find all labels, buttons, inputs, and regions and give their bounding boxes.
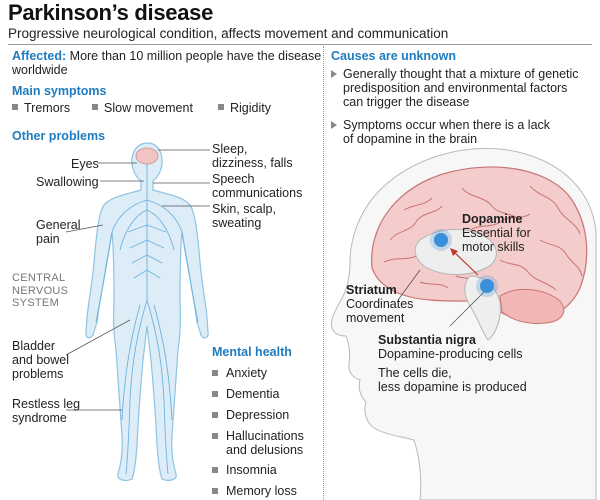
bullet-triangle-icon xyxy=(331,121,337,129)
bullet-square-icon xyxy=(212,433,218,439)
bullet-square-icon xyxy=(212,467,218,473)
bullet-square-icon xyxy=(212,488,218,494)
mental-health-heading: Mental health xyxy=(212,345,292,359)
bullet-triangle-icon xyxy=(331,70,337,78)
substantia-nigra-dot xyxy=(480,279,494,293)
label-striatum: Striatum Coordinates movement xyxy=(346,283,414,325)
head-brain-illustration xyxy=(331,147,597,500)
bullet-square-icon xyxy=(212,391,218,397)
other-problems-heading: Other problems xyxy=(12,129,106,143)
causes-bullet-2: Symptoms occur when there is a lack of d… xyxy=(331,118,596,146)
bullet-square-icon xyxy=(212,370,218,376)
label-swallowing: Swallowing xyxy=(36,175,99,189)
page-subtitle: Progressive neurological condition, affe… xyxy=(8,26,449,41)
dopamine-dot xyxy=(434,233,448,247)
mental-item-memory-loss: Memory loss xyxy=(212,484,297,498)
affected-label: Affected: xyxy=(12,49,67,63)
affected-text-1: More than 10 million people have the dis… xyxy=(69,49,322,63)
column-divider xyxy=(323,46,324,500)
label-dopamine: Dopamine Essential for motor skills xyxy=(462,212,531,254)
symptom-label: Tremors xyxy=(24,101,71,115)
affected-block: Affected: More than 10 million people ha… xyxy=(12,49,322,77)
bullet-square-icon xyxy=(218,104,224,110)
affected-text-2: worldwide xyxy=(12,63,68,77)
bullet-square-icon xyxy=(212,412,218,418)
page-title: Parkinson’s disease xyxy=(8,0,214,25)
label-cells-die: The cells die, less dopamine is produced xyxy=(378,366,527,394)
label-substantia-nigra: Substantia nigra Dopamine-producing cell… xyxy=(378,333,523,361)
label-sleep: Sleep,dizziness, falls xyxy=(212,142,293,170)
human-body-figure xyxy=(85,142,209,481)
mental-item-insomnia: Insomnia xyxy=(212,463,277,477)
header-divider xyxy=(8,44,592,45)
mental-item-anxiety: Anxiety xyxy=(212,366,267,380)
bullet-square-icon xyxy=(92,104,98,110)
label-skin: Skin, scalp,sweating xyxy=(212,202,276,230)
symptom-item-rigidity: Rigidity xyxy=(218,101,271,115)
causes-heading: Causes are unknown xyxy=(331,49,457,63)
leader-lines xyxy=(65,149,210,411)
mental-item-depression: Depression xyxy=(212,408,289,422)
causes-bullet-1: Generally thought that a mixture of gene… xyxy=(331,67,596,109)
label-eyes: Eyes xyxy=(71,157,99,171)
main-symptoms-heading: Main symptoms xyxy=(12,84,107,98)
mental-item-dementia: Dementia xyxy=(212,387,280,401)
symptom-item-slow-movement: Slow movement xyxy=(92,101,193,115)
bullet-square-icon xyxy=(12,104,18,110)
symptom-label: Rigidity xyxy=(230,101,271,115)
symptom-label: Slow movement xyxy=(104,101,193,115)
symptom-item-tremors: Tremors xyxy=(12,101,70,115)
